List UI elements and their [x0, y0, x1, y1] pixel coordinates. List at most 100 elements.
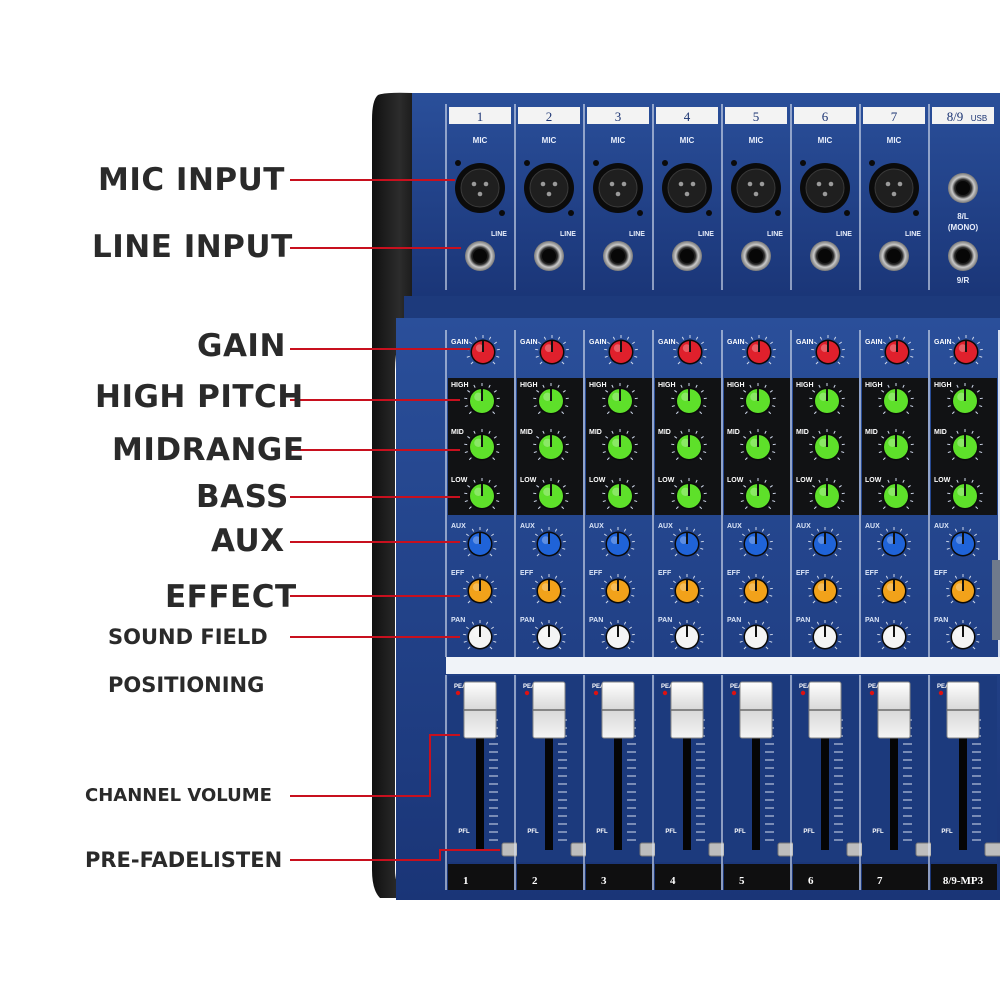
- mid-eq-knob[interactable]: [533, 429, 569, 461]
- mid-eq-knob[interactable]: [878, 429, 914, 461]
- channel-fader[interactable]: [946, 681, 980, 739]
- knob-tick: [540, 528, 544, 532]
- gain-knob[interactable]: [880, 335, 914, 365]
- pan-label: PAN: [589, 617, 603, 624]
- gain-knob[interactable]: [811, 335, 845, 365]
- high-eq-knob[interactable]: [878, 383, 914, 415]
- gain-knob[interactable]: [949, 335, 983, 365]
- knob-tick: [672, 533, 676, 537]
- effect-knob[interactable]: [946, 574, 980, 604]
- xlr-inner: [667, 168, 707, 208]
- pan-knob[interactable]: [532, 620, 566, 650]
- knob-tick: [611, 430, 614, 434]
- knob-tick: [749, 479, 752, 483]
- mic-label: MIC: [542, 136, 557, 145]
- knob-tick: [608, 361, 612, 365]
- pan-knob[interactable]: [601, 620, 635, 650]
- mid-eq-knob[interactable]: [602, 429, 638, 461]
- knob-tick: [841, 451, 845, 454]
- knob-tick: [975, 361, 979, 365]
- aux-label: AUX: [865, 523, 880, 530]
- channel-number-plate: [449, 107, 511, 124]
- knob-tick: [674, 600, 678, 604]
- xlr-pin: [822, 191, 828, 197]
- gain-knob[interactable]: [466, 335, 500, 365]
- effect-knob[interactable]: [739, 574, 773, 604]
- effect-knob[interactable]: [670, 574, 704, 604]
- knob-tick: [837, 506, 841, 510]
- knob-tick: [493, 594, 497, 597]
- high-eq-knob[interactable]: [947, 383, 983, 415]
- effect-knob[interactable]: [808, 574, 842, 604]
- knob-tick: [700, 594, 704, 597]
- gain-knob[interactable]: [742, 335, 776, 365]
- high-eq-knob[interactable]: [602, 383, 638, 415]
- mid-eq-knob[interactable]: [809, 429, 845, 461]
- pan-knob[interactable]: [670, 620, 704, 650]
- high-eq-knob[interactable]: [533, 383, 569, 415]
- channel-fader[interactable]: [877, 681, 911, 739]
- high-eq-knob[interactable]: [671, 383, 707, 415]
- knob-tick: [956, 384, 959, 388]
- channel-bottom-label: 1: [463, 875, 469, 887]
- low-eq-knob[interactable]: [464, 478, 500, 510]
- knob-tick: [747, 575, 751, 579]
- mid-eq-knob[interactable]: [740, 429, 776, 461]
- channel-bottom-label: 6: [808, 875, 814, 887]
- mid-eq-knob[interactable]: [947, 429, 983, 461]
- low-eq-knob[interactable]: [878, 478, 914, 510]
- knob-highlight: [543, 392, 552, 401]
- low-eq-knob[interactable]: [947, 478, 983, 510]
- pan-knob[interactable]: [808, 620, 842, 650]
- aux-knob[interactable]: [808, 527, 842, 557]
- aux-knob[interactable]: [946, 527, 980, 557]
- knob-tick: [464, 405, 468, 408]
- channel-fader[interactable]: [463, 681, 497, 739]
- channel-fader[interactable]: [739, 681, 773, 739]
- knob-tick: [540, 621, 544, 625]
- pfl-button[interactable]: [984, 842, 1000, 857]
- gain-label: GAIN: [589, 339, 607, 346]
- channel-fader[interactable]: [670, 681, 704, 739]
- aux-knob[interactable]: [532, 527, 566, 557]
- channel-number: 6: [822, 109, 829, 124]
- low-eq-knob[interactable]: [533, 478, 569, 510]
- aux-knob[interactable]: [877, 527, 911, 557]
- low-eq-knob[interactable]: [602, 478, 638, 510]
- gain-knob[interactable]: [673, 335, 707, 365]
- knob-tick: [902, 430, 905, 434]
- aux-knob[interactable]: [670, 527, 704, 557]
- gain-knob[interactable]: [535, 335, 569, 365]
- effect-knob[interactable]: [532, 574, 566, 604]
- pan-knob[interactable]: [463, 620, 497, 650]
- low-eq-knob[interactable]: [809, 478, 845, 510]
- knob-tick: [554, 528, 558, 532]
- channel-fader[interactable]: [601, 681, 635, 739]
- low-eq-knob[interactable]: [671, 478, 707, 510]
- aux-knob[interactable]: [601, 527, 635, 557]
- pan-knob[interactable]: [877, 620, 911, 650]
- high-eq-knob[interactable]: [464, 383, 500, 415]
- knob-tick: [744, 457, 748, 461]
- effect-knob[interactable]: [877, 574, 911, 604]
- knob-tick: [881, 436, 885, 439]
- high-eq-knob[interactable]: [809, 383, 845, 415]
- high-eq-knob[interactable]: [740, 383, 776, 415]
- aux-knob[interactable]: [463, 527, 497, 557]
- low-eq-knob[interactable]: [740, 478, 776, 510]
- knob-tick: [905, 626, 909, 630]
- aux-knob[interactable]: [739, 527, 773, 557]
- mid-eq-knob[interactable]: [464, 429, 500, 461]
- channel-fader[interactable]: [808, 681, 842, 739]
- gain-knob[interactable]: [604, 335, 638, 365]
- knob-tick: [951, 457, 955, 461]
- channel-fader[interactable]: [532, 681, 566, 739]
- pan-knob[interactable]: [739, 620, 773, 650]
- knob-tick: [565, 355, 569, 358]
- knob-tick: [561, 457, 565, 461]
- effect-knob[interactable]: [463, 574, 497, 604]
- pan-knob[interactable]: [946, 620, 980, 650]
- mid-eq-knob[interactable]: [671, 429, 707, 461]
- knob-tick: [471, 528, 475, 532]
- effect-knob[interactable]: [601, 574, 635, 604]
